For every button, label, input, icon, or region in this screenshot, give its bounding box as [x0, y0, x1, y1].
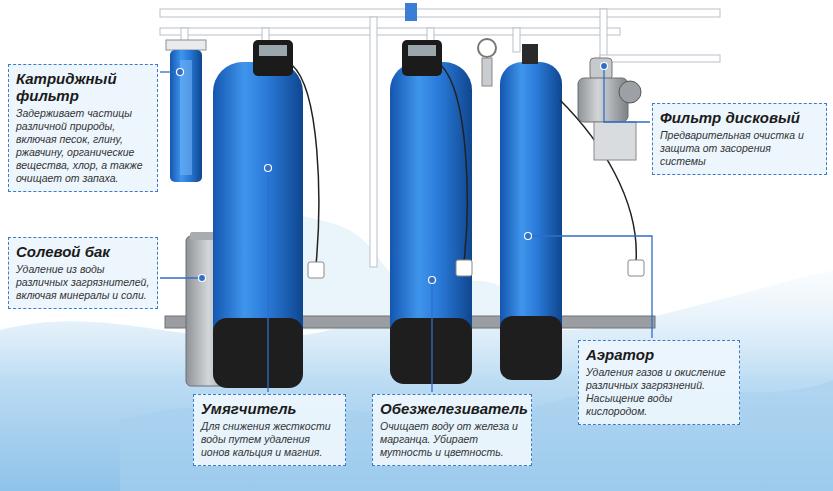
leader-line	[160, 277, 200, 278]
power-cord	[560, 100, 636, 262]
leader-dots	[177, 63, 608, 284]
socket	[308, 262, 324, 278]
pipe	[513, 28, 520, 52]
callout-box: ОбезжелезивательОчищает воду от железа и…	[372, 394, 532, 466]
callout-box: АэраторУдаления газов и окисление различ…	[578, 340, 740, 425]
control-head	[402, 40, 442, 76]
callout-heading: Умягчитель	[201, 400, 338, 417]
callout-heading: Аэратор	[586, 346, 732, 363]
socket	[628, 260, 644, 276]
leader-dot	[177, 69, 184, 76]
callout-box: Катриджный фильтрЗадерживает частицы раз…	[8, 64, 158, 192]
cartridge-filter	[170, 50, 202, 182]
callout-heading: Фильтр дисковый	[660, 109, 819, 126]
leader-dot	[525, 233, 532, 240]
callout-box: УмягчительДля снижения жесткости воды пу…	[193, 394, 346, 466]
cartridge-housing	[166, 40, 206, 50]
cartridge-core	[180, 60, 192, 175]
disk-filter	[590, 58, 612, 80]
leader-dot	[601, 63, 608, 70]
callout-body: Задерживает частицы различной природы, в…	[16, 107, 150, 185]
callout-body: Предварительная очистка и защита от засо…	[660, 129, 819, 168]
pipe	[160, 28, 620, 35]
callout-box: Фильтр дисковыйПредварительная очистка и…	[652, 103, 827, 175]
callout-heading: Обезжелезиватель	[380, 400, 524, 417]
callout-heading: Катриджный фильтр	[16, 70, 150, 104]
pipe	[370, 17, 377, 267]
control-display	[259, 45, 287, 56]
air-valve	[522, 44, 538, 64]
callout-box: Солевой бакУдаление из воды различных за…	[8, 237, 158, 309]
compressor-motor	[619, 81, 641, 103]
leader-line	[267, 170, 268, 392]
callout-heading: Солевой бак	[16, 243, 150, 260]
pressure-gauge	[478, 39, 496, 57]
leader-line	[431, 282, 432, 392]
mount-plate	[594, 122, 636, 160]
callout-body: Очищает воду от железа и марганца. Убира…	[380, 420, 524, 459]
pipe	[600, 55, 720, 62]
leader-dot	[265, 165, 272, 172]
tank	[213, 62, 303, 387]
power-cord	[441, 65, 467, 262]
tank	[390, 62, 472, 384]
tank-base	[500, 316, 562, 380]
power-cord	[292, 65, 319, 265]
reducer	[482, 58, 492, 86]
tank	[500, 62, 562, 380]
leader-line	[530, 236, 652, 338]
leader-dot	[199, 275, 206, 282]
socket	[456, 260, 472, 276]
compressor	[578, 78, 628, 122]
pipe	[160, 9, 720, 17]
callout-body: Удаление из воды различных загрязнителей…	[16, 263, 150, 302]
leader-dot	[429, 277, 436, 284]
leader-line	[160, 71, 178, 72]
tank-base	[390, 318, 472, 384]
valve	[405, 3, 417, 21]
callout-body: Удаления газов и окисление различных заг…	[586, 366, 732, 418]
callout-body: Для снижения жесткости воды путем удален…	[201, 420, 338, 459]
control-head	[253, 40, 293, 76]
tank-base	[213, 318, 303, 388]
leader-line	[604, 68, 650, 122]
control-display	[408, 45, 436, 56]
